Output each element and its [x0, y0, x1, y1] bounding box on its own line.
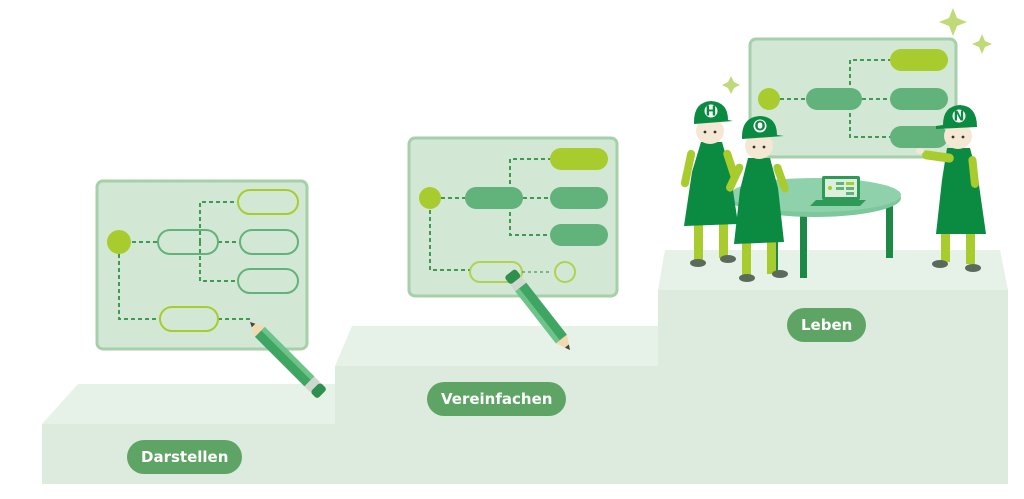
board-1-node-bottom	[237, 268, 299, 294]
person-right: N	[916, 105, 986, 272]
board-1-node-low	[159, 306, 219, 332]
step-1-top	[42, 384, 345, 424]
board-1-node-mid	[239, 229, 299, 255]
step-3-top	[658, 250, 1008, 290]
step-label-darstellen: Darstellen	[127, 440, 243, 474]
board-2-panel	[407, 136, 619, 298]
board-3-root-node	[758, 88, 780, 110]
board-1-root-node	[107, 230, 131, 254]
step-label-vereinfachen: Vereinfachen	[427, 382, 567, 416]
laptop-icon	[810, 176, 866, 206]
board-2-node-bottom	[550, 224, 608, 246]
sparkle-icon	[722, 76, 740, 94]
board-2-node-top	[550, 148, 608, 170]
board-1-panel	[95, 179, 309, 351]
board-3-connectors	[780, 59, 890, 138]
helmet-letter-o: O	[754, 120, 765, 135]
board-1-connectors	[118, 201, 250, 320]
sparkle-icon	[939, 8, 967, 36]
board-2-node-mid	[550, 187, 608, 209]
board-2	[407, 136, 619, 298]
helmet-letter-n: N	[954, 110, 965, 125]
board-3-node-center	[806, 88, 862, 110]
board-2-connectors	[429, 158, 550, 271]
board-3	[748, 37, 958, 159]
board-2-root-node	[419, 187, 441, 209]
sparkle-icon	[972, 34, 992, 54]
step-2-top	[335, 326, 665, 366]
board-3-node-bottom	[890, 126, 948, 148]
board-3-node-mid	[890, 88, 948, 110]
step-label-leben: Leben	[787, 308, 867, 342]
person-middle: O	[726, 116, 789, 282]
board-1-node-center	[157, 229, 219, 255]
sparkle-icons	[722, 8, 992, 94]
board-2-node-center	[465, 187, 523, 209]
helmet-letter-h: H	[706, 105, 717, 120]
pencil-1-icon	[250, 322, 326, 398]
board-2-node-circle	[554, 261, 576, 283]
board-3-node-top	[890, 49, 948, 71]
stairs	[42, 250, 1008, 484]
board-1	[95, 179, 309, 351]
board-1-node-top	[237, 189, 299, 215]
pencil-2-icon	[505, 269, 570, 350]
person-left: H	[680, 101, 739, 267]
